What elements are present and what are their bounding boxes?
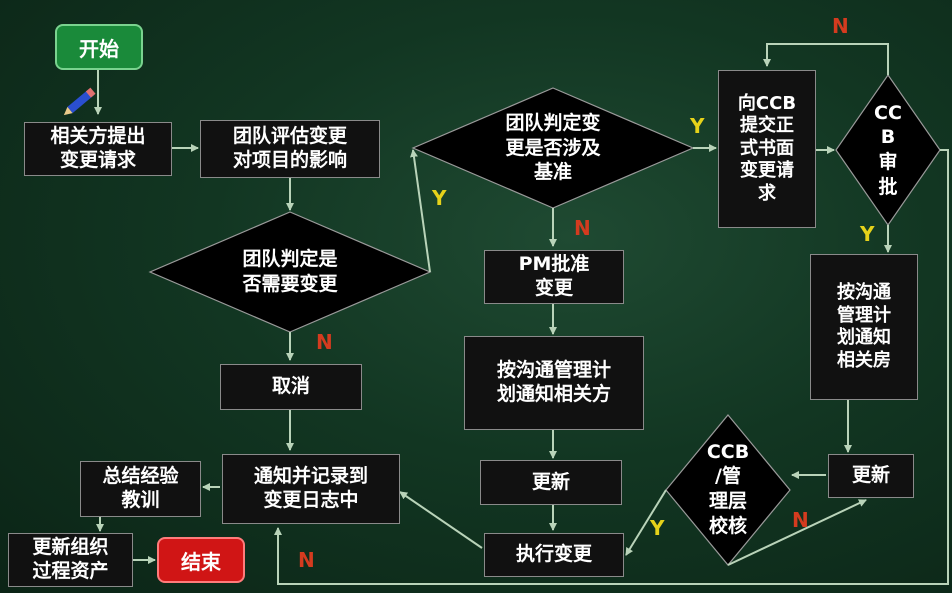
decision-ccb-approve [835, 73, 941, 227]
raise-request-box: 相关方提出 变更请求 [24, 122, 172, 176]
cancel-box: 取消 [220, 364, 362, 410]
summary-box: 总结经验 教训 [80, 461, 201, 517]
yes-label-baseline: Y [690, 114, 705, 138]
start-node: 开始 [55, 24, 143, 70]
pencil-icon [63, 87, 96, 116]
no-label-baseline: N [574, 216, 591, 240]
decision-need-change [148, 211, 432, 333]
notify-stakeholders-box-2: 按沟通 管理计 划通知 相关房 [810, 254, 918, 400]
end-node: 结束 [157, 537, 245, 583]
no-label-need: N [316, 330, 333, 354]
pm-approve-box: PM批准 变更 [484, 250, 624, 304]
yes-label-need: Y [432, 186, 447, 210]
execute-change-box: 执行变更 [484, 533, 624, 577]
decision-ccb-check [665, 414, 791, 566]
assess-impact-box: 团队评估变更 对项目的影响 [200, 120, 380, 178]
update-box-1: 更新 [480, 460, 622, 505]
yes-label-ccb: Y [860, 222, 875, 246]
no-label-return: N [298, 548, 315, 572]
update-box-2: 更新 [828, 454, 914, 498]
record-log-box: 通知并记录到 变更日志中 [222, 454, 400, 524]
yes-label-check: Y [650, 516, 665, 540]
submit-ccb-box: 向CCB 提交正 式书面 变更请 求 [718, 70, 816, 228]
update-org-assets-box: 更新组织 过程资产 [8, 533, 133, 587]
no-label-check: N [792, 508, 809, 532]
notify-stakeholders-box: 按沟通管理计 划通知相关方 [464, 336, 644, 430]
no-label-ccb: N [832, 14, 849, 38]
decision-baseline [411, 87, 695, 209]
